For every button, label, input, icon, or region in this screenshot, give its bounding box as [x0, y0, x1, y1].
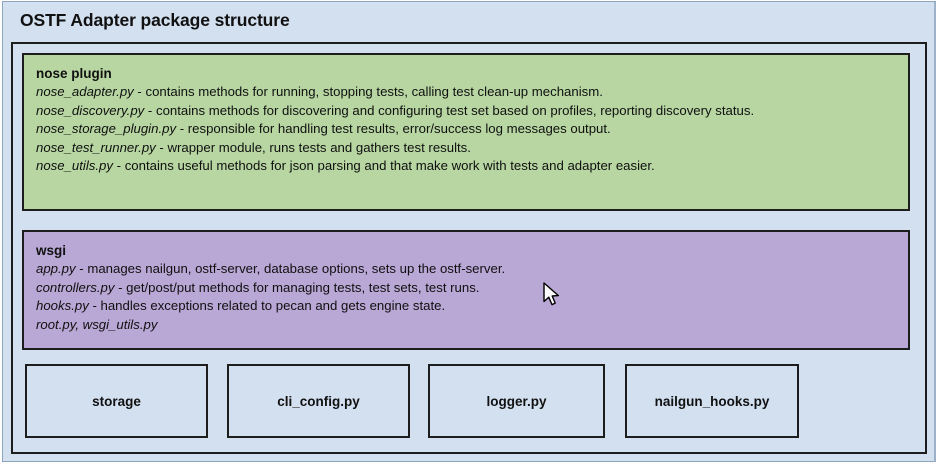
- module-entry: app.py - manages nailgun, ostf-server, d…: [36, 260, 896, 279]
- leaf-box-nailgun-hooks[interactable]: nailgun_hooks.py: [625, 364, 799, 438]
- leaf-box-cli-config[interactable]: cli_config.py: [227, 364, 410, 438]
- group-wsgi-title: wsgi: [36, 243, 67, 258]
- leaf-box-storage[interactable]: storage: [25, 364, 208, 438]
- module-entry: nose_adapter.py - contains methods for r…: [36, 83, 896, 102]
- module-description: - contains methods for discovering and c…: [144, 102, 755, 118]
- leaf-box-logger[interactable]: logger.py: [428, 364, 605, 438]
- module-name: controllers.py: [36, 279, 115, 295]
- module-description: - manages nailgun, ostf-server, database…: [75, 261, 506, 276]
- module-description: - handles exceptions related to pecan an…: [88, 298, 446, 313]
- group-nose-plugin-title: nose plugin: [36, 66, 112, 81]
- module-entry: nose_discovery.py - contains methods for…: [36, 102, 896, 121]
- module-entry: hooks.py - handles exceptions related to…: [36, 297, 896, 316]
- leaf-box-label: nailgun_hooks.py: [654, 393, 770, 409]
- module-entry: nose_utils.py - contains useful methods …: [36, 157, 896, 176]
- module-description: - contains useful methods for json parsi…: [112, 158, 655, 173]
- module-entry: controllers.py - get/post/put methods fo…: [36, 279, 896, 298]
- group-nose-plugin[interactable]: nose plugin nose_adapter.py - contains m…: [22, 53, 910, 211]
- module-name: nose_test_runner.py: [36, 139, 156, 155]
- leaf-box-label: cli_config.py: [277, 393, 360, 409]
- module-description: - contains methods for running, stopping…: [133, 84, 603, 99]
- group-wsgi-body: wsgi app.py - manages nailgun, ostf-serv…: [24, 232, 908, 334]
- module-name: nose_adapter.py: [36, 84, 134, 99]
- group-wsgi[interactable]: wsgi app.py - manages nailgun, ostf-serv…: [22, 230, 910, 350]
- module-description: - wrapper module, runs tests and gathers…: [155, 139, 471, 155]
- module-name: nose_utils.py: [36, 158, 113, 173]
- module-description: - responsible for handling test results,…: [176, 121, 611, 136]
- group-nose-plugin-body: nose plugin nose_adapter.py - contains m…: [24, 55, 908, 176]
- module-name: nose_storage_plugin.py: [36, 121, 177, 136]
- module-name: nose_discovery.py: [36, 102, 145, 118]
- leaf-box-label: logger.py: [486, 393, 547, 409]
- module-name: hooks.py: [36, 298, 89, 313]
- module-entry: nose_test_runner.py - wrapper module, ru…: [36, 139, 896, 158]
- module-name: app.py: [36, 261, 76, 276]
- module-description: - get/post/put methods for managing test…: [114, 279, 480, 295]
- package-structure-container: nose plugin nose_adapter.py - contains m…: [11, 42, 927, 454]
- module-name: root.py, wsgi_utils.py: [36, 316, 158, 332]
- page-title: OSTF Adapter package structure: [20, 10, 290, 30]
- module-entry: nose_storage_plugin.py - responsible for…: [36, 120, 896, 139]
- leaf-box-label: storage: [92, 393, 141, 409]
- module-entry: root.py, wsgi_utils.py: [36, 316, 896, 335]
- leaf-box-row: storage cli_config.py logger.py nailgun_…: [22, 364, 910, 442]
